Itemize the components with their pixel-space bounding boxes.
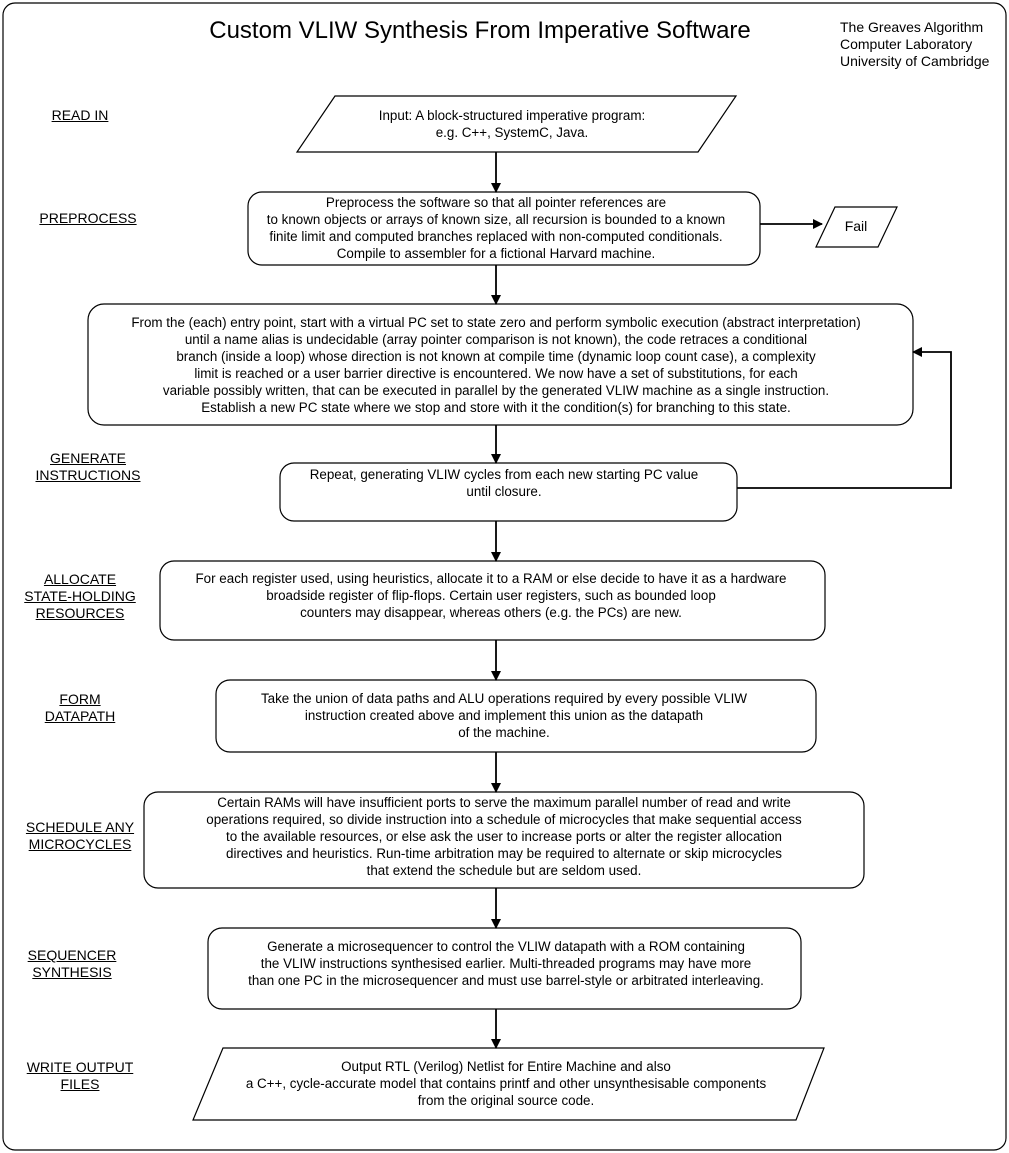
text-line: Input: A block-structured imperative pro… [378,108,646,123]
text-line: than one PC in the microsequencer and mu… [248,973,764,988]
text-line: For each register used, using heuristics… [195,571,787,586]
stage-label-line: STATE-HOLDING [24,588,136,604]
text-line: branch (inside a loop) whose direction i… [176,349,816,364]
diagram-title: Custom VLIW Synthesis From Imperative So… [209,17,751,44]
stage-label-line: ALLOCATE [43,571,117,587]
text-line: Take the union of data paths and ALU ope… [260,691,748,706]
text-line: e.g. C++, SystemC, Java. [435,125,589,140]
text-line: variable possibly written, that can be e… [162,383,830,398]
affiliation-line: Computer Laboratory [840,36,973,52]
preprocess-box [247,191,761,266]
stage-label-preprocess: PREPROCESS [28,210,148,227]
affiliation-line: The Greaves Algorithm [840,19,984,35]
stage-label-schedule: SCHEDULE ANY MICROCYCLES [20,819,140,853]
repeat-box [279,462,738,522]
text-line: from the original source code. [417,1093,595,1108]
output-text: Output RTL (Verilog) Netlist for Entire … [206,1058,806,1109]
datapath-box [215,679,817,753]
text-line: to the available resources, or else ask … [226,829,782,844]
repeat-text: Repeat, generating VLIW cycles from each… [284,466,724,500]
text-line: a C++, cycle-accurate model that contain… [245,1076,767,1091]
text-line: until a name alias is undecidable (array… [184,332,808,347]
text-line: instruction created above and implement … [304,708,704,723]
stage-label-line: FILES [60,1076,100,1092]
text-line: operations required, so divide instructi… [206,812,802,827]
stage-label-write-output: WRITE OUTPUT FILES [20,1059,140,1093]
preprocess-text: Preprocess the software so that all poin… [246,194,746,262]
stage-label-line: WRITE OUTPUT [26,1059,134,1075]
text-line: until closure. [466,484,542,499]
text-line: From the (each) entry point, start with … [131,315,861,330]
text-line: that extend the schedule but are seldom … [366,863,642,878]
schedule-box [143,791,865,889]
text-line: to known objects or arrays of known size… [266,212,726,227]
stage-label-allocate: ALLOCATE STATE-HOLDING RESOURCES [20,571,140,622]
text-line: Output RTL (Verilog) Netlist for Entire … [341,1059,671,1074]
text-line: finite limit and computed branches repla… [269,229,723,244]
text-line: broadside register of flip-flops. Certai… [266,588,716,603]
affiliation-line: University of Cambridge [840,53,990,69]
stage-label-line: INSTRUCTIONS [35,467,141,483]
stage-label-line: FORM [59,691,101,707]
fail-text: Fail [844,218,868,234]
text-line: Establish a new PC state where we stop a… [201,400,791,415]
stage-label-sequencer: SEQUENCER SYNTHESIS [12,947,132,981]
datapath-text: Take the union of data paths and ALU ope… [224,690,784,741]
text-line: Repeat, generating VLIW cycles from each… [309,467,699,482]
stage-label-line: SCHEDULE ANY [25,819,135,835]
text-line: Certain RAMs will have insufficient port… [217,795,791,810]
input-box [295,95,738,153]
stage-label-form-datapath: FORM DATAPATH [20,691,140,725]
stage-label-read-in: READ IN [20,107,140,124]
stage-label-line: MICROCYCLES [28,836,132,852]
text-line: Compile to assembler for a fictional Har… [336,246,656,261]
stage-label-line: DATAPATH [44,708,116,724]
stage-label-line: PREPROCESS [39,210,137,226]
stage-label-line: READ IN [51,107,109,123]
arrow-repeat-loop-back [737,347,952,489]
text-line: counters may disappear, whereas others (… [300,605,682,620]
fail-box [815,206,898,248]
sequencer-text: Generate a microsequencer to control the… [216,938,796,989]
stage-label-generate-instructions: GENERATE INSTRUCTIONS [28,450,148,484]
input-text: Input: A block-structured imperative pro… [312,107,712,141]
schedule-text: Certain RAMs will have insufficient port… [154,794,854,879]
text-line: limit is reached or a user barrier direc… [194,366,798,381]
stage-label-line: SEQUENCER [27,947,117,963]
text-line: directives and heuristics. Run-time arbi… [226,846,782,861]
text-line: the VLIW instructions synthesised earlie… [260,956,752,971]
stage-label-line: GENERATE [50,450,126,466]
allocate-text: For each register used, using heuristics… [166,570,816,621]
stage-label-line: RESOURCES [35,605,125,621]
text-line: Generate a microsequencer to control the… [267,939,745,954]
affiliation: The Greaves Algorithm Computer Laborator… [840,19,989,70]
sequencer-box [207,927,802,1010]
stage-label-line: SYNTHESIS [32,964,112,980]
text-line: Preprocess the software so that all poin… [325,195,667,210]
symbolic-execution-text: From the (each) entry point, start with … [96,314,896,416]
text-line: of the machine. [458,725,550,740]
output-box [192,1047,825,1121]
